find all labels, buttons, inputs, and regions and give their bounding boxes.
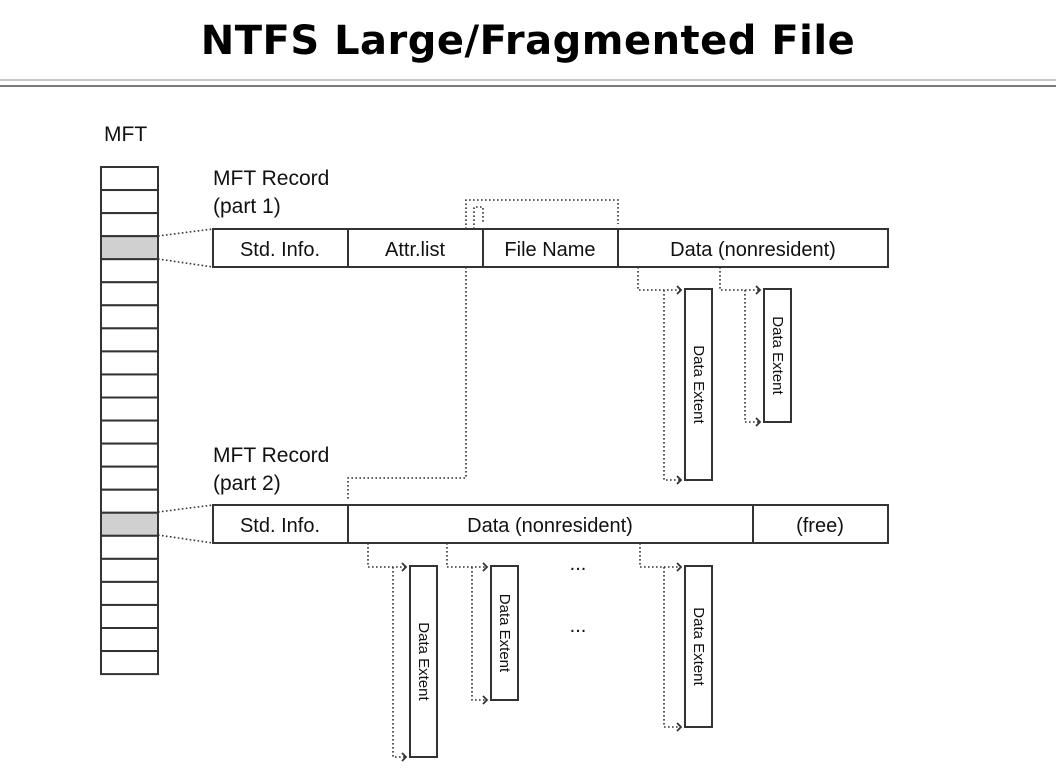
extent-pointer [639, 543, 680, 568]
arrow-head-icon [676, 722, 683, 732]
data-extent-box [763, 288, 792, 423]
data-extent-box [684, 565, 713, 728]
record1-box [212, 228, 889, 268]
mft-entry [100, 534, 159, 560]
data-extent: Data Extent [637, 267, 713, 485]
mft-entry [100, 189, 159, 215]
mft-label: MFT [104, 123, 147, 146]
extent-pointer [446, 543, 486, 568]
extent-length-marker [663, 290, 680, 481]
mft-entry [100, 396, 159, 422]
mft-entry [100, 603, 159, 630]
record2-sublabel: (part 2) [213, 472, 281, 495]
data-extent-label: Data Extent [690, 607, 707, 686]
mft-entry [100, 327, 159, 353]
field-data-nonresident: Data (nonresident) [670, 239, 836, 261]
mft-record-part1: Std. Info. Attr.list File Name Data (non… [212, 228, 889, 268]
mft-entry [100, 557, 159, 583]
arrow-head-icon [676, 285, 683, 295]
data-extent-box [490, 565, 519, 701]
arrow-head-icon [676, 562, 683, 572]
arrow-head-icon [482, 695, 489, 705]
field-std-info: Std. Info. [240, 239, 320, 261]
attr-list-pointer-part2 [347, 267, 467, 499]
attr-list-pointer [465, 199, 619, 229]
extent-length-marker [392, 567, 405, 758]
mft-entry [100, 442, 159, 468]
mft-entry-highlighted [100, 511, 159, 537]
extent-length-marker [471, 567, 486, 701]
attr-list-pointer [473, 206, 484, 229]
data-extent-label: Data Extent [690, 345, 707, 424]
field-file-name: File Name [504, 239, 595, 261]
extent-pointer [719, 267, 759, 291]
arrow-head-icon [401, 752, 408, 762]
mft-entry [100, 488, 159, 514]
arrow-head-icon [755, 417, 762, 427]
mft-entry-connector [157, 228, 214, 237]
extent-length-marker [663, 567, 680, 728]
data-extent-box [409, 565, 438, 758]
mft-entry [100, 281, 159, 307]
mft-entry-highlighted [100, 235, 159, 261]
title-divider [0, 79, 1056, 81]
mft-table [100, 166, 159, 676]
ellipsis: ... [570, 553, 587, 575]
mft-entry [100, 350, 159, 376]
data-extent-box [684, 288, 713, 481]
data-extent: Data Extent [367, 543, 438, 762]
mft-entry [100, 373, 159, 399]
slide-title: NTFS Large/Fragmented File [200, 18, 856, 64]
mft-entry-connector [157, 534, 214, 544]
record1-label: MFT Record [213, 167, 329, 190]
arrow-head-icon [482, 562, 489, 572]
record2-label: MFT Record [213, 444, 329, 467]
field-attr-list: Attr.list [385, 239, 445, 261]
data-extent: Data Extent [719, 267, 792, 427]
mft-record-part2: Std. Info. Data (nonresident) (free) [212, 504, 889, 544]
record2-box [212, 504, 889, 544]
mft-entry [100, 465, 159, 491]
mft-entry [100, 650, 159, 676]
field-free: (free) [796, 515, 844, 537]
mft-entry [100, 166, 159, 192]
mft-entry-connector [157, 258, 214, 268]
ellipsis: ... [570, 615, 587, 637]
mft-entry-connector [157, 504, 214, 513]
arrow-head-icon [755, 285, 762, 295]
record1-sublabel: (part 1) [213, 195, 281, 218]
data-extent: Data Extent [639, 543, 713, 732]
field-std-info: Std. Info. [240, 515, 320, 537]
mft-entry [100, 304, 159, 330]
mft-entry [100, 580, 159, 606]
data-extent-label: Data Extent [769, 316, 786, 395]
extent-length-marker [744, 290, 759, 423]
arrow-head-icon [401, 562, 408, 572]
arrow-head-icon [676, 475, 683, 485]
mft-entry [100, 627, 159, 653]
data-extent: Data Extent [446, 543, 519, 705]
extent-pointer [637, 267, 680, 291]
data-extent-label: Data Extent [415, 622, 432, 701]
data-extent-label: Data Extent [496, 594, 513, 673]
mft-entry [100, 212, 159, 238]
field-data-nonresident: Data (nonresident) [467, 515, 633, 537]
mft-entry [100, 258, 159, 284]
mft-entry [100, 419, 159, 445]
extent-pointer [367, 543, 405, 568]
title-divider [0, 85, 1056, 87]
